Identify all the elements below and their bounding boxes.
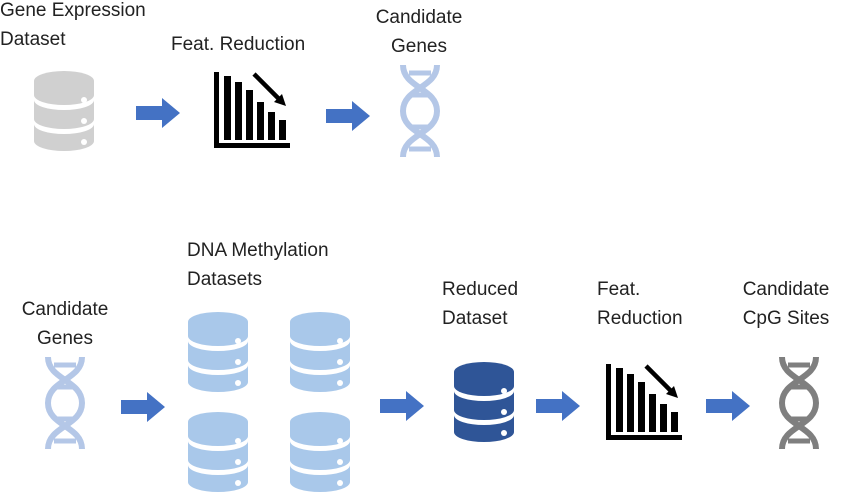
arrow-right-icon [136,98,180,128]
arrow-right-icon [380,391,424,421]
dna-methylation-database-icon [188,311,248,393]
bar-chart-decrease-icon [214,72,290,148]
candidate-genes-label: Candidate Genes [375,7,463,57]
arrow-right-icon [121,392,165,422]
reduced-dataset-label: Reduced Dataset [442,279,519,329]
dna-methylation-database-icon [290,411,350,493]
dna-icon [397,65,443,157]
dna-methylation-database-icon [188,411,248,493]
arrow-right-icon [536,391,580,421]
candidate-cpg-sites-label: Candidate CpG Sites [742,279,830,329]
gene-expression-database-icon [34,70,94,152]
gene-expression-dataset-label: Gene Expression Dataset [0,0,146,50]
feat-reduction-label: Feat. Reduction [171,34,306,55]
arrow-right-icon [326,101,370,131]
bar-chart-decrease-icon [606,364,682,440]
reduced-database-icon [454,361,514,443]
candidate-genes-label: Candidate Genes [21,299,109,349]
arrow-right-icon [706,391,750,421]
dna-methylation-database-icon [290,311,350,393]
dna-icon [776,357,822,449]
feat-reduction-label: Feat. Reduction [597,279,683,329]
dna-methylation-datasets-label: DNA Methylation Datasets [187,240,329,290]
dna-icon [42,357,88,449]
